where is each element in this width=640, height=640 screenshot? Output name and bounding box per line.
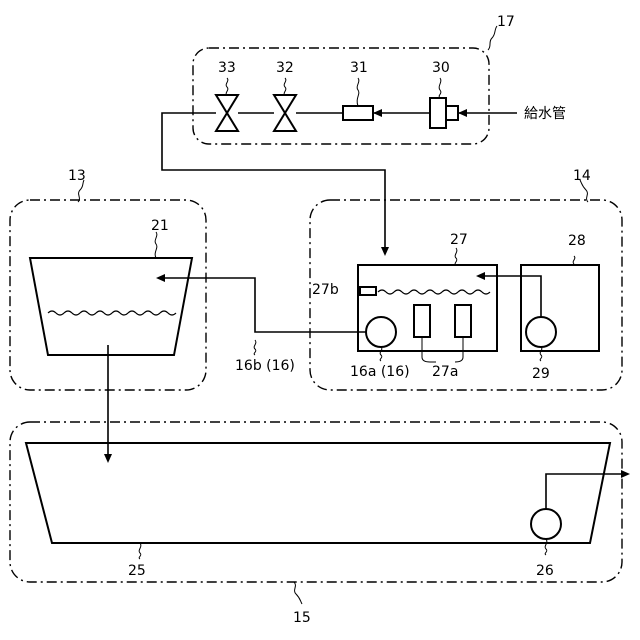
label-15: 15	[293, 610, 311, 626]
tank-27	[358, 265, 497, 351]
label-31: 31	[350, 60, 368, 76]
label-27: 27	[450, 232, 468, 248]
label-30: 30	[432, 60, 450, 76]
tank-25	[26, 443, 610, 543]
label-27b: 27b	[312, 282, 339, 298]
pump-16a	[366, 317, 396, 347]
arrowhead-into-21	[156, 274, 165, 282]
outlet-26	[546, 474, 625, 509]
label-28: 28	[568, 233, 586, 249]
heater-27a-right	[455, 305, 471, 337]
line-29-to-27	[480, 276, 541, 317]
pump-29	[526, 317, 556, 347]
arrowhead-into-25	[104, 454, 112, 463]
leader-25	[139, 543, 141, 559]
tank-21	[30, 258, 192, 355]
inlet-27b	[360, 287, 376, 295]
label-27a: 27a	[432, 364, 458, 380]
leader-16a	[380, 347, 382, 361]
component-31	[343, 106, 373, 120]
supply-arrowhead	[458, 109, 467, 117]
label-14: 14	[573, 168, 591, 184]
line-33-out	[162, 113, 385, 253]
component-30-body	[430, 98, 446, 128]
leader-15	[294, 582, 302, 604]
label-33: 33	[218, 60, 236, 76]
heater-27a-left	[414, 305, 430, 337]
valve-32	[274, 95, 296, 131]
tank-21-water	[48, 311, 176, 315]
label-21: 21	[151, 218, 169, 234]
leader-33	[226, 78, 228, 95]
label-13: 13	[68, 168, 86, 184]
arrowhead-31	[373, 109, 382, 117]
leader-26	[545, 539, 547, 555]
component-30-nozzle	[446, 106, 458, 120]
pump-26	[531, 509, 561, 539]
leader-21	[155, 232, 157, 258]
leader-28	[573, 256, 575, 264]
label-16a: 16a (16)	[350, 364, 410, 380]
group-boundary-14	[310, 200, 622, 390]
label-16b: 16b (16)	[235, 358, 295, 374]
tank-27-water	[378, 290, 490, 294]
label-29: 29	[532, 366, 550, 382]
valve-33	[216, 95, 238, 131]
arrowhead-into-27-from-29	[476, 272, 485, 280]
leader-27a-right	[455, 337, 463, 362]
leader-16b	[254, 340, 256, 355]
tank-28	[521, 265, 599, 351]
leader-31	[357, 78, 359, 106]
label-32: 32	[276, 60, 294, 76]
leader-29	[540, 347, 542, 361]
leader-27	[455, 248, 457, 265]
arrowhead-into-27	[381, 247, 389, 256]
leader-27a-left	[422, 337, 436, 362]
label-25: 25	[128, 563, 146, 579]
label-17: 17	[497, 14, 515, 30]
outlet-arrowhead	[621, 470, 630, 478]
supply-pipe-label: 給水管	[524, 106, 566, 122]
group-boundary-15	[10, 422, 622, 582]
leader-32	[284, 78, 286, 95]
leader-17	[488, 26, 497, 50]
leader-30	[439, 78, 441, 98]
label-26: 26	[536, 563, 554, 579]
